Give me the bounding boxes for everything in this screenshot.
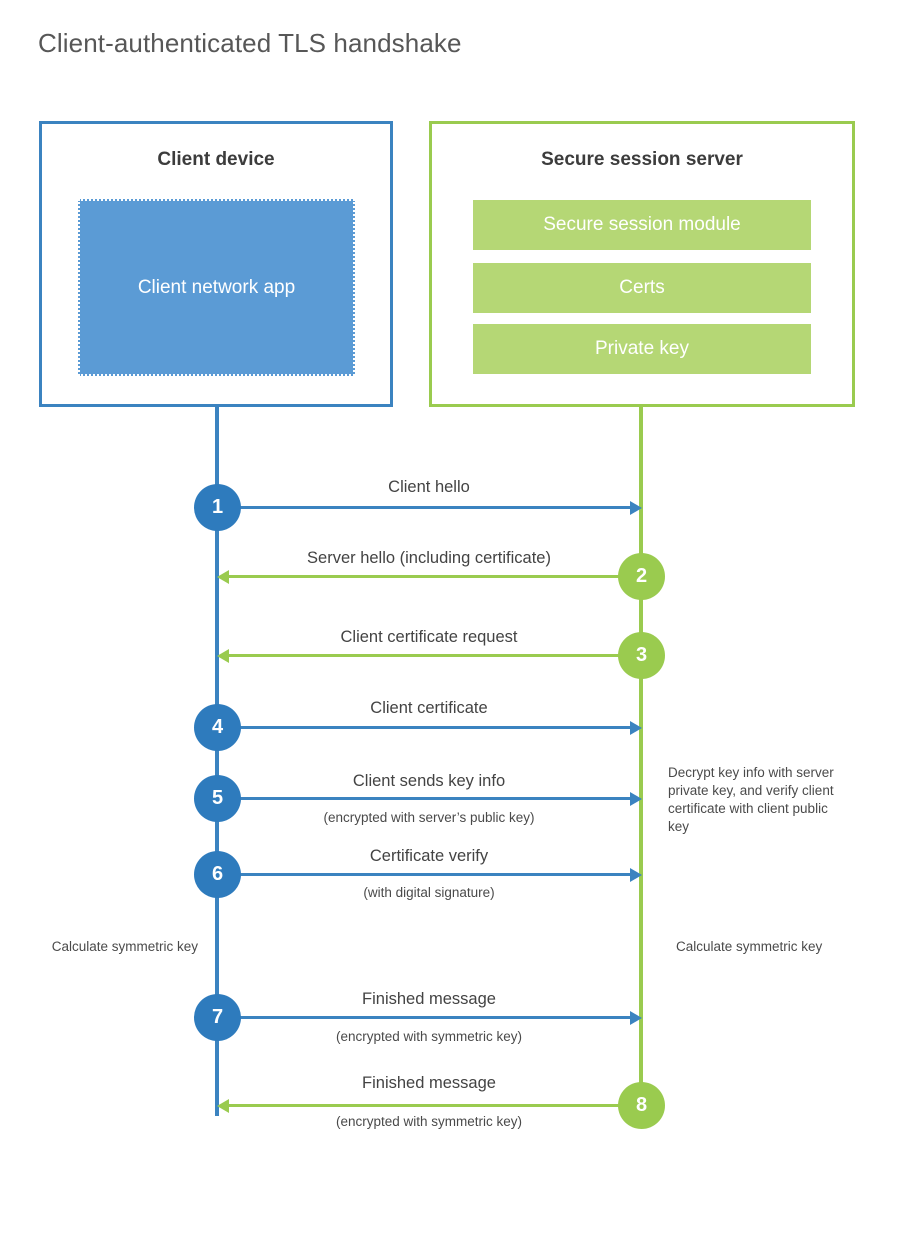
step-6-arrow bbox=[218, 867, 642, 882]
step-1-marker[interactable]: 1 bbox=[194, 484, 241, 531]
step-6-label: Certificate verify bbox=[369, 847, 489, 865]
step-5-marker[interactable]: 5 bbox=[194, 775, 241, 822]
step-3-arrow bbox=[217, 648, 641, 663]
client-device-panel: Client device Client network app bbox=[39, 121, 393, 407]
arrowhead-icon bbox=[217, 648, 229, 663]
step-6-marker[interactable]: 6 bbox=[194, 851, 241, 898]
server-lifeline bbox=[639, 404, 643, 1107]
arrowhead-icon bbox=[217, 1098, 229, 1113]
arrowhead-icon bbox=[630, 867, 642, 882]
arrowhead-icon bbox=[630, 1010, 642, 1025]
arrowhead-icon bbox=[630, 791, 642, 806]
step-5-label: Client sends key info bbox=[352, 772, 506, 790]
arrowhead-icon bbox=[630, 500, 642, 515]
arrowhead-icon bbox=[217, 569, 229, 584]
step-2-marker[interactable]: 2 bbox=[618, 553, 665, 600]
step-7-arrow bbox=[218, 1010, 642, 1025]
step-3-label: Client certificate request bbox=[340, 628, 518, 646]
client-network-app-block: Client network app bbox=[78, 199, 355, 376]
step-1-arrow bbox=[218, 500, 642, 515]
server-component-secure-session-module: Secure session module bbox=[473, 200, 811, 250]
step-3-marker[interactable]: 3 bbox=[618, 632, 665, 679]
step-8-label: Finished message bbox=[362, 1074, 496, 1092]
step-1-label: Client hello bbox=[388, 478, 470, 496]
step-7-label: Finished message bbox=[362, 990, 496, 1008]
step-2-arrow bbox=[217, 569, 641, 584]
server-decrypt-note: Decrypt key info with server private key… bbox=[668, 765, 834, 834]
step-5-arrow bbox=[218, 791, 642, 806]
step-5-sublabel: (encrypted with server’s public key) bbox=[323, 810, 535, 825]
step-8-sublabel: (encrypted with symmetric key) bbox=[335, 1114, 523, 1129]
step-8-arrow bbox=[217, 1098, 641, 1113]
server-calculate-symmetric-key-note: Calculate symmetric key bbox=[676, 939, 823, 954]
step-2-label: Server hello (including certificate) bbox=[307, 549, 551, 567]
step-7-marker[interactable]: 7 bbox=[194, 994, 241, 1041]
client-lifeline bbox=[215, 404, 219, 1116]
step-4-marker[interactable]: 4 bbox=[194, 704, 241, 751]
step-4-arrow bbox=[218, 720, 642, 735]
step-7-sublabel: (encrypted with symmetric key) bbox=[335, 1029, 523, 1044]
step-4-label: Client certificate bbox=[370, 699, 488, 717]
server-component-certs: Certs bbox=[473, 263, 811, 313]
client-device-title: Client device bbox=[157, 149, 275, 170]
server-component-private-key: Private key bbox=[473, 324, 811, 374]
secure-session-server-title: Secure session server bbox=[541, 149, 743, 170]
client-calculate-symmetric-key-note: Calculate symmetric key bbox=[51, 939, 198, 954]
arrowhead-icon bbox=[630, 720, 642, 735]
page-title: Client-authenticated TLS handshake bbox=[38, 28, 462, 58]
secure-session-server-panel: Secure session server Secure session mod… bbox=[429, 121, 855, 407]
step-8-marker[interactable]: 8 bbox=[618, 1082, 665, 1129]
step-6-sublabel: (with digital signature) bbox=[363, 885, 495, 900]
